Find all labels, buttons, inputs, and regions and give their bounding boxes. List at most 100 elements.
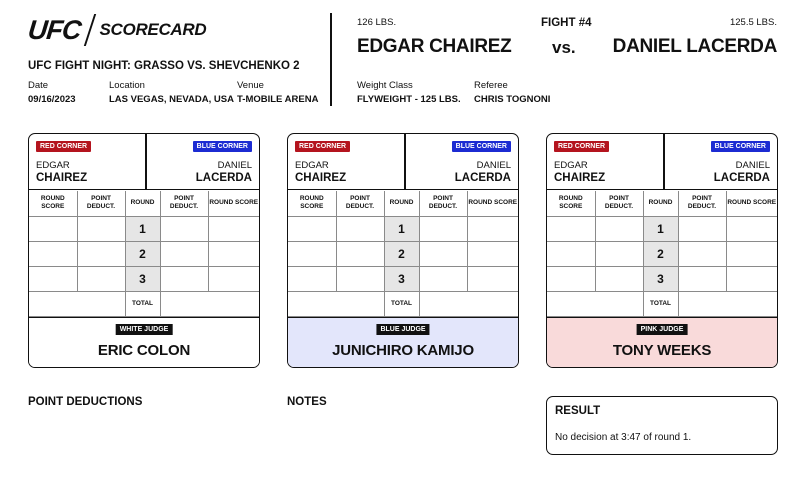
- corner-divider: [145, 134, 147, 190]
- referee-label: Referee: [474, 80, 508, 91]
- corner-header: RED CORNER BLUE CORNER EDGAR CHAIREZ DAN…: [288, 134, 518, 190]
- score-cell: [29, 215, 78, 242]
- score-cell: [677, 265, 727, 292]
- referee-value: CHRIS TOGNONI: [474, 94, 551, 105]
- logo-divider: [83, 14, 96, 46]
- score-cell: [594, 215, 644, 242]
- red-point-deduct-header: POINT DEDUCT.: [335, 191, 385, 217]
- score-table: ROUND SCORE POINT DEDUCT. ROUND POINT DE…: [288, 191, 518, 317]
- blue-round-score-header: ROUND SCORE: [207, 191, 259, 217]
- round-number: 3: [642, 265, 679, 292]
- weight-class-label: Weight Class: [357, 80, 413, 91]
- venue-value: T-MOBILE ARENA: [237, 94, 319, 105]
- red-first-name: EDGAR: [554, 160, 588, 171]
- judge-card-blue: RED CORNER BLUE CORNER EDGAR CHAIREZ DAN…: [287, 133, 519, 368]
- blue-total-cell: [418, 290, 518, 317]
- score-cell: [466, 215, 518, 242]
- result-text: No decision at 3:47 of round 1.: [555, 432, 692, 443]
- total-label: TOTAL: [124, 290, 161, 317]
- red-total-cell: [29, 290, 126, 317]
- red-last-name: CHAIREZ: [554, 172, 606, 184]
- score-cell: [288, 265, 337, 292]
- red-corner-badge: RED CORNER: [295, 141, 351, 152]
- score-cell: [76, 215, 126, 242]
- score-cell: [466, 240, 518, 267]
- red-corner-fighter: EDGAR CHAIREZ: [554, 160, 605, 184]
- date-value: 09/16/2023: [28, 94, 76, 105]
- notes-heading: NOTES: [287, 396, 327, 408]
- judge-badge: PINK JUDGE: [636, 324, 688, 335]
- score-cell: [335, 215, 385, 242]
- location-value: LAS VEGAS, NEVADA, USA: [109, 94, 234, 105]
- score-cell: [725, 240, 777, 267]
- weight-class-value: FLYWEIGHT - 125 LBS.: [357, 94, 461, 105]
- red-fighter-weight: 126 LBS.: [357, 17, 397, 28]
- date-block: Date 09/16/2023: [28, 80, 76, 105]
- score-cell: [418, 240, 468, 267]
- table-row: 2: [288, 240, 518, 267]
- point-deductions-heading: POINT DEDUCTIONS: [28, 396, 143, 408]
- blue-fighter-weight: 125.5 LBS.: [729, 17, 777, 28]
- blue-first-name: DANIEL: [476, 160, 511, 171]
- score-cell: [29, 240, 78, 267]
- venue-label: Venue: [237, 80, 264, 91]
- round-number: 1: [124, 215, 161, 242]
- blue-point-deduct-header: POINT DEDUCT.: [677, 191, 727, 217]
- judge-badge: BLUE JUDGE: [376, 324, 430, 335]
- judge-card-pink: RED CORNER BLUE CORNER EDGAR CHAIREZ DAN…: [546, 133, 778, 368]
- table-row: 3: [29, 265, 259, 292]
- blue-total-cell: [159, 290, 259, 317]
- score-cell: [335, 265, 385, 292]
- score-cell: [159, 265, 209, 292]
- location-block: Location LAS VEGAS, NEVADA, USA: [109, 80, 234, 105]
- blue-point-deduct-header: POINT DEDUCT.: [159, 191, 209, 217]
- red-total-cell: [288, 290, 385, 317]
- score-cell: [207, 215, 259, 242]
- corner-divider: [404, 134, 406, 190]
- judge-card-white: RED CORNER BLUE CORNER EDGAR CHAIREZ DAN…: [28, 133, 260, 368]
- blue-total-cell: [677, 290, 777, 317]
- score-cell: [76, 265, 126, 292]
- blue-first-name: DANIEL: [735, 160, 770, 171]
- fight-number: FIGHT #4: [541, 17, 592, 29]
- score-cell: [207, 265, 259, 292]
- blue-round-score-header: ROUND SCORE: [466, 191, 518, 217]
- weight-class-block: Weight Class FLYWEIGHT - 125 LBS.: [357, 80, 461, 105]
- score-cell: [288, 215, 337, 242]
- blue-corner-badge: BLUE CORNER: [710, 141, 770, 152]
- score-table: ROUND SCORE POINT DEDUCT. ROUND POINT DE…: [547, 191, 777, 317]
- blue-corner-badge: BLUE CORNER: [451, 141, 511, 152]
- score-table: ROUND SCORE POINT DEDUCT. ROUND POINT DE…: [29, 191, 259, 317]
- round-number: 2: [124, 240, 161, 267]
- score-cell: [594, 265, 644, 292]
- score-cell: [288, 240, 337, 267]
- blue-last-name: LACERDA: [195, 172, 252, 184]
- total-row: TOTAL: [547, 290, 777, 317]
- referee-block: Referee CHRIS TOGNONI: [474, 80, 550, 105]
- total-label: TOTAL: [642, 290, 679, 317]
- blue-round-score-header: ROUND SCORE: [725, 191, 777, 217]
- judge-footer: BLUE JUDGE JUNICHIRO KAMIJO: [288, 317, 518, 367]
- score-cell: [594, 240, 644, 267]
- round-number: 2: [383, 240, 420, 267]
- judge-name: JUNICHIRO KAMIJO: [332, 342, 474, 359]
- round-number: 1: [383, 215, 420, 242]
- red-first-name: EDGAR: [295, 160, 329, 171]
- venue-block: Venue T-MOBILE ARENA: [237, 80, 318, 105]
- score-cell: [547, 265, 596, 292]
- ufc-logo-text: UFC: [26, 14, 83, 45]
- red-point-deduct-header: POINT DEDUCT.: [76, 191, 126, 217]
- score-cell: [29, 265, 78, 292]
- corner-divider: [663, 134, 665, 190]
- judge-footer: PINK JUDGE TONY WEEKS: [547, 317, 777, 367]
- score-cell: [725, 265, 777, 292]
- table-row: 2: [29, 240, 259, 267]
- score-cell: [159, 215, 209, 242]
- blue-corner-fighter: DANIEL LACERDA: [455, 160, 511, 184]
- score-cell: [418, 215, 468, 242]
- scorecard-logo-text: SCORECARD: [99, 20, 207, 39]
- header-divider: [330, 13, 332, 106]
- corner-header: RED CORNER BLUE CORNER EDGAR CHAIREZ DAN…: [547, 134, 777, 190]
- round-number: 3: [124, 265, 161, 292]
- total-row: TOTAL: [29, 290, 259, 317]
